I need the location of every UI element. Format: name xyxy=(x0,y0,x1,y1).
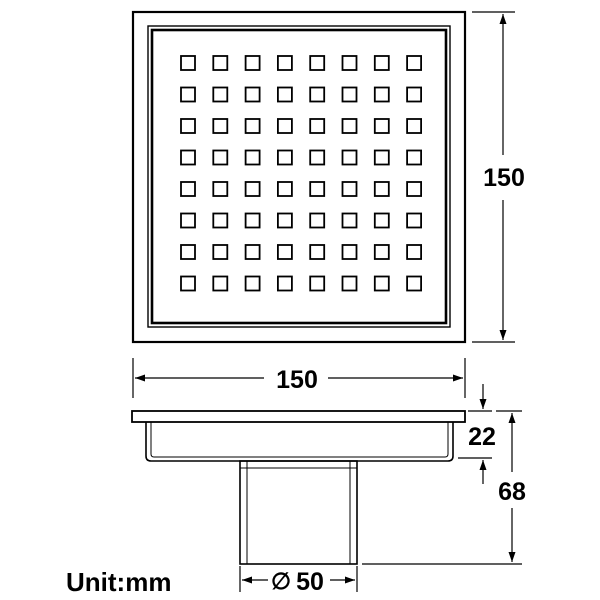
grate-hole xyxy=(373,86,390,103)
grate-hole xyxy=(276,212,293,229)
grate-hole xyxy=(212,55,229,71)
grate-hole xyxy=(244,55,261,71)
grate-hole xyxy=(341,244,358,260)
grate-hole xyxy=(180,118,196,134)
grate-hole xyxy=(212,212,229,229)
grate-hole xyxy=(309,275,326,292)
grate-hole xyxy=(341,212,358,229)
grate-hole xyxy=(373,212,390,229)
grate-hole xyxy=(212,181,229,197)
grate-hole xyxy=(373,244,390,260)
outlet-dimension: ∅ 50 xyxy=(239,566,358,596)
grate-hole xyxy=(309,55,326,71)
total-height-dimension: 68 xyxy=(362,410,526,565)
grate-hole xyxy=(244,212,261,229)
top-view xyxy=(131,10,467,344)
grate-hole xyxy=(406,149,423,166)
grate-hole xyxy=(180,149,196,166)
grate-hole xyxy=(180,181,196,197)
grate-hole xyxy=(406,212,423,229)
grate-hole xyxy=(276,244,293,260)
grate-hole xyxy=(244,181,261,197)
grate-hole xyxy=(406,244,423,260)
grate-hole xyxy=(180,55,196,71)
grate-hole xyxy=(309,149,326,166)
grate-hole xyxy=(244,275,261,292)
grate-hole xyxy=(341,86,358,103)
grate-hole xyxy=(406,118,423,134)
side-view xyxy=(131,410,466,565)
grate-hole xyxy=(341,181,358,197)
unit-label: Unit:mm xyxy=(66,567,171,597)
grate-hole xyxy=(309,118,326,134)
width-label: 150 xyxy=(276,366,318,394)
width-dimension: 150 xyxy=(132,358,466,398)
grate-hole xyxy=(180,86,196,103)
grate-hole xyxy=(180,244,196,260)
grate-hole xyxy=(406,181,423,197)
height-dimension: 150 xyxy=(472,11,525,343)
grate-hole xyxy=(373,55,390,71)
inner-frame xyxy=(147,25,451,328)
grate-hole xyxy=(244,149,261,166)
grate-hole xyxy=(309,181,326,197)
grate-hole xyxy=(244,86,261,103)
grate-hole xyxy=(212,118,229,134)
grate-hole xyxy=(373,275,390,292)
height-label: 150 xyxy=(483,164,525,192)
flange-height-label: 22 xyxy=(468,423,496,451)
grate-hole xyxy=(309,244,326,260)
grate-hole xyxy=(341,118,358,134)
grate-hole xyxy=(373,181,390,197)
grate-hole xyxy=(244,244,261,260)
grate-hole xyxy=(406,55,423,71)
outlet-pipe xyxy=(239,460,358,565)
total-height-label: 68 xyxy=(498,478,526,506)
drain-body xyxy=(145,422,454,462)
grate-hole xyxy=(406,275,423,292)
grate-hole xyxy=(276,55,293,71)
grate-hole xyxy=(276,118,293,134)
outer-frame xyxy=(131,10,467,344)
grate-hole xyxy=(276,181,293,197)
outlet-symbol: ∅ xyxy=(271,568,291,594)
grate-hole xyxy=(276,275,293,292)
grate-hole xyxy=(212,275,229,292)
grate-hole xyxy=(180,275,196,292)
grate-hole xyxy=(309,212,326,229)
grate-hole xyxy=(180,212,196,229)
grate-plate xyxy=(150,28,448,325)
grate-hole xyxy=(341,149,358,166)
grate-hole xyxy=(341,275,358,292)
grate-hole xyxy=(212,149,229,166)
flange-height-dimension: 22 xyxy=(458,384,496,484)
grate-hole xyxy=(309,86,326,103)
grate-hole xyxy=(244,118,261,134)
grate-hole xyxy=(373,118,390,134)
grate-hole xyxy=(276,86,293,103)
grate-hole xyxy=(276,149,293,166)
outlet-label: 50 xyxy=(296,568,324,596)
grate-hole xyxy=(212,244,229,260)
grate-hole xyxy=(373,149,390,166)
grate-hole xyxy=(212,86,229,103)
grate-hole xyxy=(341,55,358,71)
grate-hole xyxy=(406,86,423,103)
grate-holes xyxy=(180,55,423,292)
flange xyxy=(131,410,466,423)
